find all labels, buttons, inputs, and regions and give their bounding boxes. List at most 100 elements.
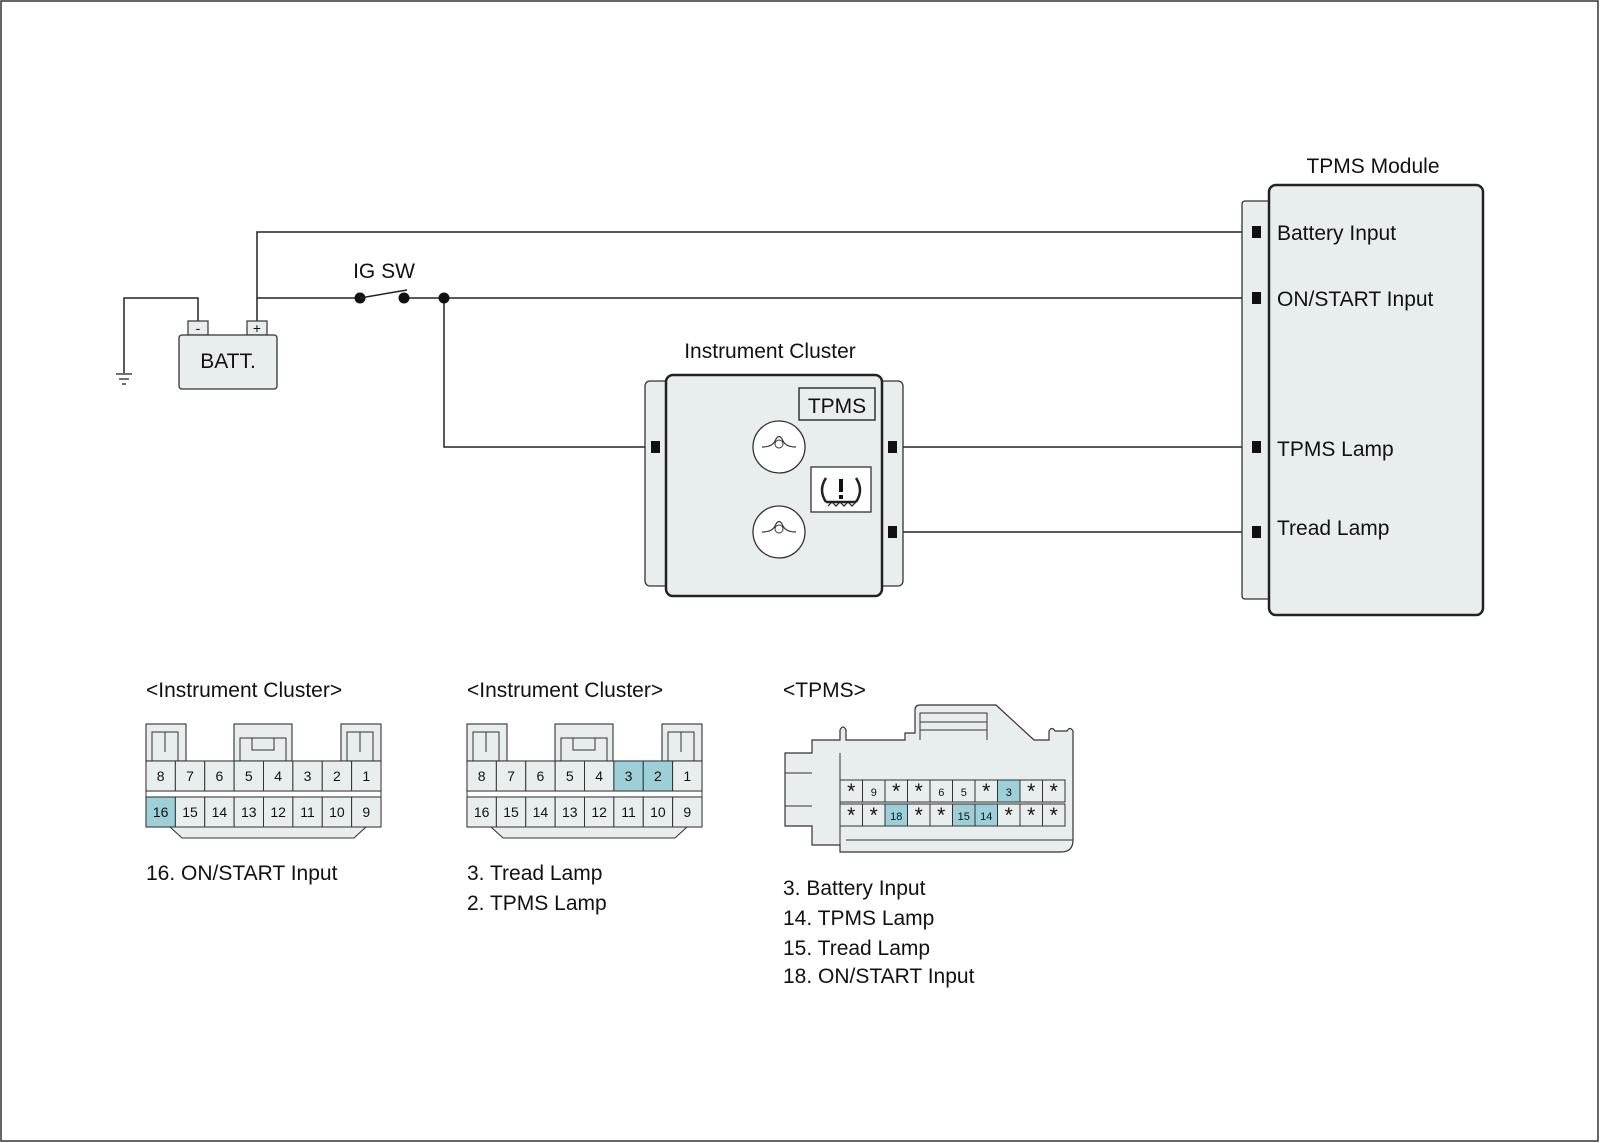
connector-2-pin-label: 6 [537,768,545,784]
junction-dot [438,292,450,304]
connector-1-pin-label: 6 [216,768,224,784]
connector-1-pin-label: 11 [300,804,315,820]
connector-3-pin-label: * [915,804,923,827]
connector-3-pin-label: * [1027,780,1035,803]
connector-1-pin-label: 15 [182,804,198,820]
cluster-feed-wire [443,298,655,448]
connector-1-pin-cell [263,796,294,828]
connector-2-pin-cell [554,760,585,792]
ground-icon [116,373,132,385]
tpms-label-tpms-lamp: TPMS Lamp [1277,438,1394,461]
connector-2-pin-label: 4 [595,768,603,784]
connector-2-pin-label: 7 [507,768,515,784]
connector-3-pin-label: * [1050,780,1058,803]
battery-neg-label: - [196,320,201,336]
connector-1-pin-label: 7 [186,768,194,784]
tpms-module-body [1267,183,1485,617]
connector-1-pin-cell [321,760,353,792]
switch-contact-right [398,292,410,304]
connector-1-pin-label: 12 [270,804,286,820]
connector-2-pin-cell [672,760,703,792]
connector-2-pin-cell [584,796,615,828]
battery-input-wire [256,231,1252,322]
connector-3-pin-label: 15 [958,811,970,823]
tread-bulb-icon [752,505,806,559]
connector-1-pin-cell [204,760,235,792]
ground-wire [123,297,199,373]
instrument-cluster: Instrument Cluster TPMS [644,340,904,598]
connector-2-pin-label: 14 [533,804,549,820]
tire-pressure-warning-icon [810,466,872,513]
connector-3-pin-label: * [870,804,878,827]
connector-2-note-1: 2. TPMS Lamp [467,892,607,915]
cluster-pin-left [651,441,660,453]
connector-1-pin-cell [233,796,264,828]
connector-1-pin-label: 1 [362,768,370,784]
connector-1-pin-label: 3 [304,768,312,784]
connector-1-note-0: 16. ON/START Input [146,862,338,885]
connector-1-pin-cell [174,796,206,828]
battery-label: BATT. [200,350,256,373]
connector-2-pin-label: 11 [621,804,636,820]
connector-2-pin-label: 1 [683,768,691,784]
connector-3-pin-label: * [1050,804,1058,827]
connector-2-pin-label: 2 [654,768,662,784]
tpms-pin-on-start [1252,292,1261,304]
connector-2-pin-label: 9 [683,804,691,820]
connector-2-pin-label: 3 [625,768,633,784]
connector-1-pin-label: 5 [245,768,253,784]
tpms-module-title: TPMS Module [1306,155,1439,178]
connector-3-pin-label: * [1027,804,1035,827]
cluster-tpms-box [798,387,876,421]
connector-3-pin-label: 3 [1006,787,1012,799]
cluster-tpms-label: TPMS [808,395,866,418]
connector-2-pin-label: 15 [503,804,519,820]
connector-3-pin-cell [1042,803,1066,827]
connector-2-title: <Instrument Cluster> [467,679,663,702]
connector-3-pin-label: * [847,804,855,827]
connector-3-note-1: 14. TPMS Lamp [783,907,934,930]
tpms-label-on-start-input: ON/START Input [1277,288,1434,311]
tpms-pin-battery [1252,226,1261,238]
connector-3-pin-label: 5 [961,787,967,799]
connector-1-pin-label: 10 [329,804,345,820]
connector-2-pin-cell [642,760,674,792]
connector-3-pin-label: * [915,780,923,803]
connector-1-pin-cell [145,760,176,792]
battery-pos-label: + [253,320,261,336]
tpms-bulb-icon [752,420,806,474]
battery-body [178,334,278,390]
connector-3-pin-label: * [937,804,945,827]
connector-3-note-3: 18. ON/START Input [783,965,975,988]
connector-1-pin-label: 4 [274,768,282,784]
connector-1-pin-cell [145,796,176,828]
battery: - + BATT. [178,320,278,390]
connector-3-pin-label: * [1005,804,1013,827]
tpms-module: TPMS Module Battery Input ON/START Input… [1241,155,1485,617]
connector-1-pin-cell [292,760,323,792]
connector-3-pin-label: * [892,780,900,803]
connector-3-pin-label: * [982,780,990,803]
connector-2-pin-cell [525,796,556,828]
connector-2-pin-label: 8 [478,768,486,784]
connector-2-pin-cell [466,796,497,828]
connector-2-pin-cell [584,760,615,792]
tpms-label-battery-input: Battery Input [1277,222,1396,245]
tpms-connector-housing [784,704,1074,853]
connector-3-note-2: 15. Tread Lamp [783,937,930,960]
cluster-pin-right-tpms [888,441,897,453]
switch-lever [359,289,408,299]
connector-2-pin-label: 13 [562,804,578,820]
connector-1-pin-cell [174,760,206,792]
cluster-pin-right-tread [888,526,897,538]
connector-3-note-0: 3. Battery Input [783,877,926,900]
connector-3-pin-label: 14 [980,811,992,823]
connector-1-pin-label: 16 [153,804,169,820]
connector-2-pin-label: 5 [566,768,574,784]
